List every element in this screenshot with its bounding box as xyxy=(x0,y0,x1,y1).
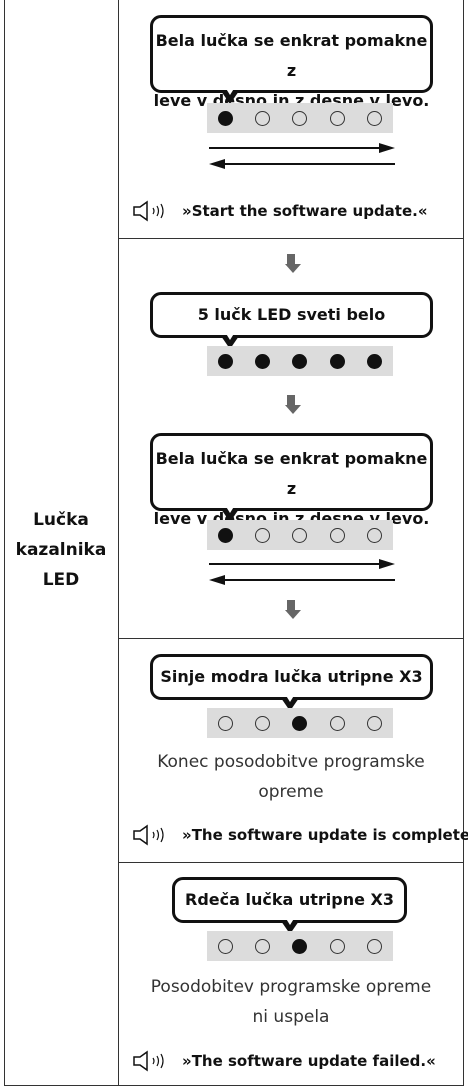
bubble-text: 5 lučk LED sveti belo xyxy=(197,305,386,324)
led-bar xyxy=(207,520,393,550)
led-light xyxy=(292,527,308,543)
led-light xyxy=(329,110,345,126)
voice-prompt: »The software update failed.« xyxy=(132,1050,436,1072)
led-bar xyxy=(207,931,393,961)
arrow-down-icon xyxy=(285,254,301,273)
led-light xyxy=(329,353,345,369)
voice-text: »The software update is complete.« xyxy=(182,826,468,844)
led-light xyxy=(329,938,345,954)
led-light xyxy=(292,353,308,369)
led-light xyxy=(366,715,382,731)
bubble-tail xyxy=(221,332,239,349)
bubble-text-line1: Bela lučka se enkrat pomakne z xyxy=(155,449,428,498)
status-line2: ni uspela xyxy=(252,1007,330,1027)
bubble-text-line1: Bela lučka se enkrat pomakne z xyxy=(155,31,428,80)
status-text: Posodobitev programske opreme ni uspela xyxy=(118,972,464,1032)
row-divider xyxy=(118,638,464,639)
bubble-tail xyxy=(221,87,239,104)
led-light xyxy=(292,715,308,731)
speech-bubble-red: Rdeča lučka utripne X3 xyxy=(172,877,407,934)
led-light xyxy=(218,527,234,543)
speaker-icon xyxy=(133,200,164,222)
voice-text: »Start the software update.« xyxy=(182,202,428,220)
voice-prompt: »Start the software update.« xyxy=(132,200,428,222)
led-light xyxy=(329,527,345,543)
bubble-text: Rdeča lučka utripne X3 xyxy=(185,890,394,909)
led-light xyxy=(366,110,382,126)
led-bar xyxy=(207,103,393,133)
speech-bubble-blue: Sinje modra lučka utripne X3 xyxy=(150,654,433,711)
bubble-tail xyxy=(281,917,299,934)
column-divider xyxy=(118,0,119,1086)
led-light xyxy=(218,353,234,369)
led-light xyxy=(255,527,271,543)
speaker-icon xyxy=(133,824,164,846)
led-light xyxy=(292,938,308,954)
status-line1: Posodobitev programske opreme xyxy=(150,977,432,997)
row-divider xyxy=(118,238,464,239)
led-light xyxy=(366,938,382,954)
sweep-arrows-icon xyxy=(209,559,395,585)
speech-bubble-sweep: Bela lučka se enkrat pomakne z leve v de… xyxy=(150,433,433,528)
status-line2: opreme xyxy=(258,782,324,802)
speech-bubble-all: 5 lučk LED sveti belo xyxy=(150,292,433,349)
bubble-tail xyxy=(281,694,299,711)
led-light xyxy=(366,527,382,543)
led-bar xyxy=(207,708,393,738)
status-line1: Konec posodobitve programske xyxy=(157,752,425,772)
bubble-text: Sinje modra lučka utripne X3 xyxy=(160,667,423,686)
table-frame xyxy=(4,0,464,1086)
led-light xyxy=(329,715,345,731)
voice-text: »The software update failed.« xyxy=(182,1052,436,1070)
speaker-icon xyxy=(133,1050,164,1072)
arrow-down-icon xyxy=(285,395,301,414)
row-divider xyxy=(118,862,464,863)
led-light xyxy=(366,353,382,369)
speech-bubble-sweep: Bela lučka se enkrat pomakne z leve v de… xyxy=(150,15,433,110)
voice-prompt: »The software update is complete.« xyxy=(132,824,468,846)
led-light xyxy=(255,715,271,731)
led-light xyxy=(218,938,234,954)
arrow-down-icon xyxy=(285,600,301,619)
led-light xyxy=(218,715,234,731)
led-light xyxy=(218,110,234,126)
led-light xyxy=(255,938,271,954)
bubble-tail xyxy=(221,505,239,522)
led-light xyxy=(255,353,271,369)
status-text: Konec posodobitve programske opreme xyxy=(118,747,464,807)
led-light xyxy=(292,110,308,126)
led-light xyxy=(255,110,271,126)
sweep-arrows-icon xyxy=(209,143,395,169)
led-bar xyxy=(207,346,393,376)
